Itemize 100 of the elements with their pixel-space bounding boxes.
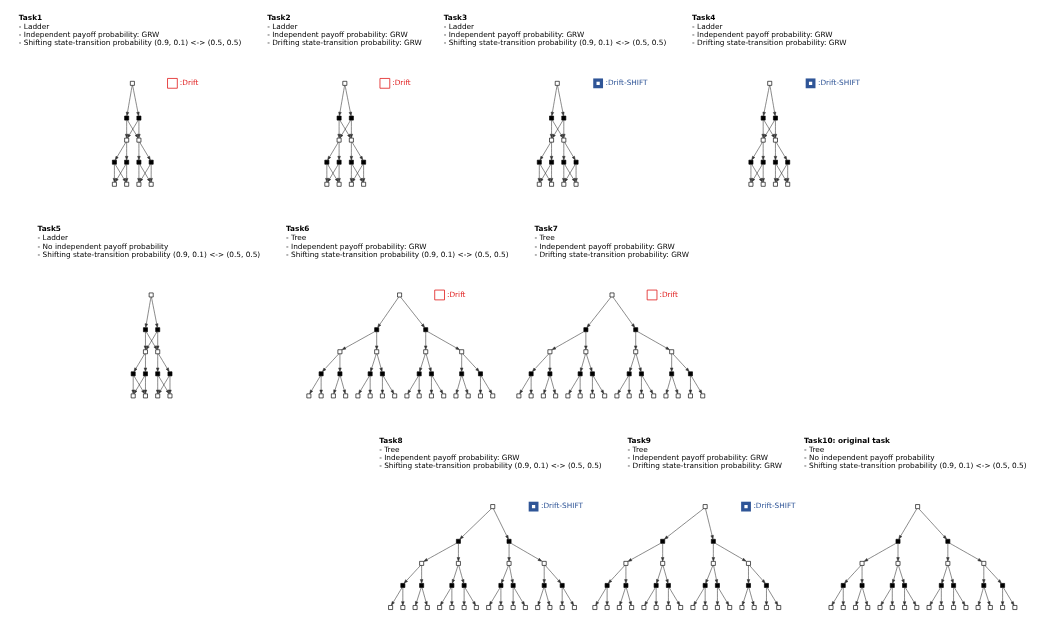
label: - Independent payoff probability: GRW <box>443 29 584 39</box>
arrow <box>898 508 917 540</box>
arrow <box>376 296 399 328</box>
arrow <box>977 587 984 606</box>
node-box <box>142 393 148 399</box>
arrow <box>578 375 582 394</box>
label: - No independent payoff probability <box>37 241 168 251</box>
node-box <box>422 327 428 333</box>
arrow <box>984 565 1002 584</box>
label: - Ladder <box>266 21 298 31</box>
arrow <box>627 375 631 394</box>
arrow <box>690 375 702 394</box>
node-box <box>714 605 720 610</box>
node-box <box>324 181 329 187</box>
arrow <box>549 375 556 394</box>
node-box <box>859 561 864 566</box>
arrow <box>711 543 715 562</box>
node-box <box>123 115 129 121</box>
node-box <box>592 605 597 610</box>
arrow <box>518 375 531 394</box>
node-box <box>573 159 578 165</box>
label: - Tree <box>533 233 555 243</box>
node-box <box>687 393 693 399</box>
node-box <box>604 583 609 588</box>
label: - Shifting state-transition probability (0.9, 0.1) <-> (0.5, 0.5) <box>18 38 241 48</box>
node-box <box>154 371 160 377</box>
node-box <box>348 137 354 143</box>
arrow <box>337 164 341 183</box>
node-box <box>760 181 766 187</box>
node-box <box>399 583 405 588</box>
legend-label: :Drift <box>179 78 198 88</box>
node-box <box>510 605 515 610</box>
arrow <box>773 119 777 139</box>
node-box <box>668 371 674 377</box>
label: Task1 <box>18 12 42 22</box>
arrow <box>427 331 460 351</box>
arrow <box>464 587 476 606</box>
node-box <box>573 181 578 187</box>
label: - Shifting state-transition probability (0.9, 0.1) <-> (0.5, 0.5) <box>378 461 602 471</box>
node-box <box>583 349 588 355</box>
arrow <box>150 296 158 328</box>
arrow <box>368 375 372 394</box>
node-box <box>111 159 117 165</box>
arrow <box>133 375 145 394</box>
node-box <box>751 605 757 610</box>
node-box <box>123 159 129 165</box>
arrow <box>561 142 565 161</box>
node-box <box>528 371 533 377</box>
node-box <box>142 371 148 377</box>
node-box <box>111 181 117 187</box>
arrow <box>692 587 705 606</box>
node-box <box>348 115 354 121</box>
node-box <box>659 538 665 544</box>
node-box <box>702 583 708 588</box>
arrow <box>458 565 464 584</box>
node-box <box>577 371 583 377</box>
arrow <box>563 142 576 161</box>
arrow <box>157 353 169 372</box>
node-box <box>489 504 495 509</box>
node-box <box>360 181 366 187</box>
arrow <box>625 587 632 606</box>
arrow <box>841 587 845 606</box>
arrow <box>339 119 351 139</box>
arrow <box>539 142 551 161</box>
node-box <box>436 605 442 610</box>
node-box <box>428 371 434 377</box>
arrow <box>351 164 363 183</box>
node-box <box>775 605 781 610</box>
node-box <box>337 349 342 355</box>
arrow <box>773 142 777 161</box>
node-box <box>422 349 428 355</box>
arrow <box>510 543 542 562</box>
node-box <box>148 181 154 187</box>
arrow <box>763 119 775 139</box>
arrow <box>748 565 766 584</box>
node-box <box>760 137 766 143</box>
node-box <box>632 349 638 355</box>
node-box <box>859 583 864 588</box>
node-box <box>577 393 583 399</box>
arrow <box>431 375 443 394</box>
arrow <box>773 164 777 183</box>
arrow <box>513 587 525 606</box>
arrow <box>563 164 576 183</box>
node-box <box>987 605 993 610</box>
node-box <box>877 605 882 610</box>
node-box <box>945 561 950 566</box>
arrow <box>539 164 551 183</box>
node-box <box>412 605 417 610</box>
arrow <box>567 375 580 394</box>
label: - Drifting state-transition probability: GRW <box>691 38 847 48</box>
arrow <box>750 142 763 161</box>
node-box <box>123 137 129 143</box>
node-box <box>763 605 769 610</box>
arrow <box>643 587 656 606</box>
node-box <box>950 583 956 588</box>
arrow <box>114 164 126 183</box>
node-box <box>601 393 607 399</box>
label: Task8 <box>378 436 403 446</box>
arrow <box>704 565 713 584</box>
arrow <box>641 375 653 394</box>
